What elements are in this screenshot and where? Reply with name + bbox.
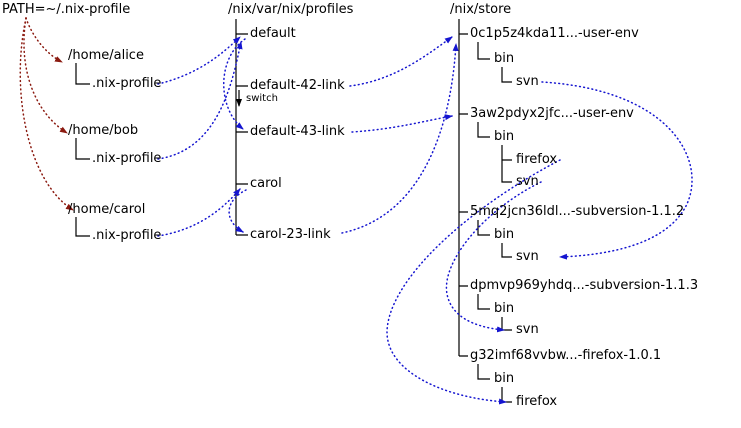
switch-label: switch xyxy=(246,93,278,104)
profile-item-default-43-link: default-43-link xyxy=(250,124,345,139)
path-arrow-carol xyxy=(19,17,74,211)
symlink-arrow-user-env-2-svn-to-subversion-113 xyxy=(445,181,542,333)
home-bob-label: /home/bob xyxy=(68,123,139,138)
home-alice-label: /home/alice xyxy=(68,48,144,63)
path-env-label: PATH=~/.nix-profile xyxy=(2,2,131,17)
symlink-arrow-default-43-link-to-user-env-2 xyxy=(351,114,453,133)
store-entry-userenv1-bin-label: bin xyxy=(494,51,515,66)
store-entry-subversion113-label: dpmvp969yhdq...-subversion-1.1.3 xyxy=(470,278,699,293)
store-entry-userenv2-label: 3aw2pdyx2jfc...-user-env xyxy=(470,106,634,121)
home-carol-label: /home/carol xyxy=(68,202,146,217)
store-entry-userenv1-label: 0c1p5z4kda11...-user-env xyxy=(470,26,639,41)
store-entry-subversion113-bin-label: bin xyxy=(494,301,515,316)
path-arrow-alice xyxy=(25,17,63,63)
store-entry-userenv2-firefox-label: firefox xyxy=(516,152,558,167)
bob-nix-profile-label: .nix-profile xyxy=(92,151,162,166)
store-entry-userenv2-svn-label: svn xyxy=(516,174,539,189)
store-entry-subversion112-label: 5mq2jcn36ldl...-subversion-1.1.2 xyxy=(470,204,685,219)
symlink-arrow-alice-profile-to-default xyxy=(157,36,241,85)
store-entry-firefox101-label: g32imf68vvbw...-firefox-1.0.1 xyxy=(470,348,662,363)
symlink-arrow-user-env-2-firefox-to-firefox-101 xyxy=(386,159,561,405)
store-entry-subversion113-svn-label: svn xyxy=(516,322,539,337)
alice-nix-profile-label: .nix-profile xyxy=(92,76,162,91)
profile-item-carol-23-link: carol-23-link xyxy=(250,227,331,242)
store-entry-subversion112-bin-label: bin xyxy=(494,227,515,242)
store-root-label: /nix/store xyxy=(450,2,512,17)
carol-nix-profile-label: .nix-profile xyxy=(92,228,162,243)
path-arrow-bob xyxy=(23,17,68,134)
home-tree-lines xyxy=(75,63,90,237)
symlink-arrow-carol-23-link-to-user-env-1 xyxy=(341,43,459,234)
profile-item-carol: carol xyxy=(250,176,282,191)
profile-item-default: default xyxy=(250,26,296,41)
store-entry-firefox101-firefox-label: firefox xyxy=(516,394,558,409)
symlink-arrow-carol-profile-to-carol xyxy=(157,188,241,237)
store-entry-firefox101-bin-label: bin xyxy=(494,371,515,386)
store-entry-subversion112-svn-label: svn xyxy=(516,249,539,264)
store-tree-lines xyxy=(458,19,512,403)
store-entry-userenv2-bin-label: bin xyxy=(494,129,515,144)
symlink-arrow-default-to-default-43-link xyxy=(223,38,246,130)
profile-item-default-42-link: default-42-link xyxy=(250,78,345,93)
symlink-arrow-carol-to-carol-23-link xyxy=(228,189,247,233)
profiles-tree-lines xyxy=(235,19,248,236)
symlink-arrow-default-42-link-to-user-env-1 xyxy=(349,36,453,87)
store-entry-userenv1-svn-label: svn xyxy=(516,74,539,89)
symlink-arrow-user-env-1-svn-to-subversion-112 xyxy=(541,81,693,260)
profiles-root-label: /nix/var/nix/profiles xyxy=(228,2,354,17)
